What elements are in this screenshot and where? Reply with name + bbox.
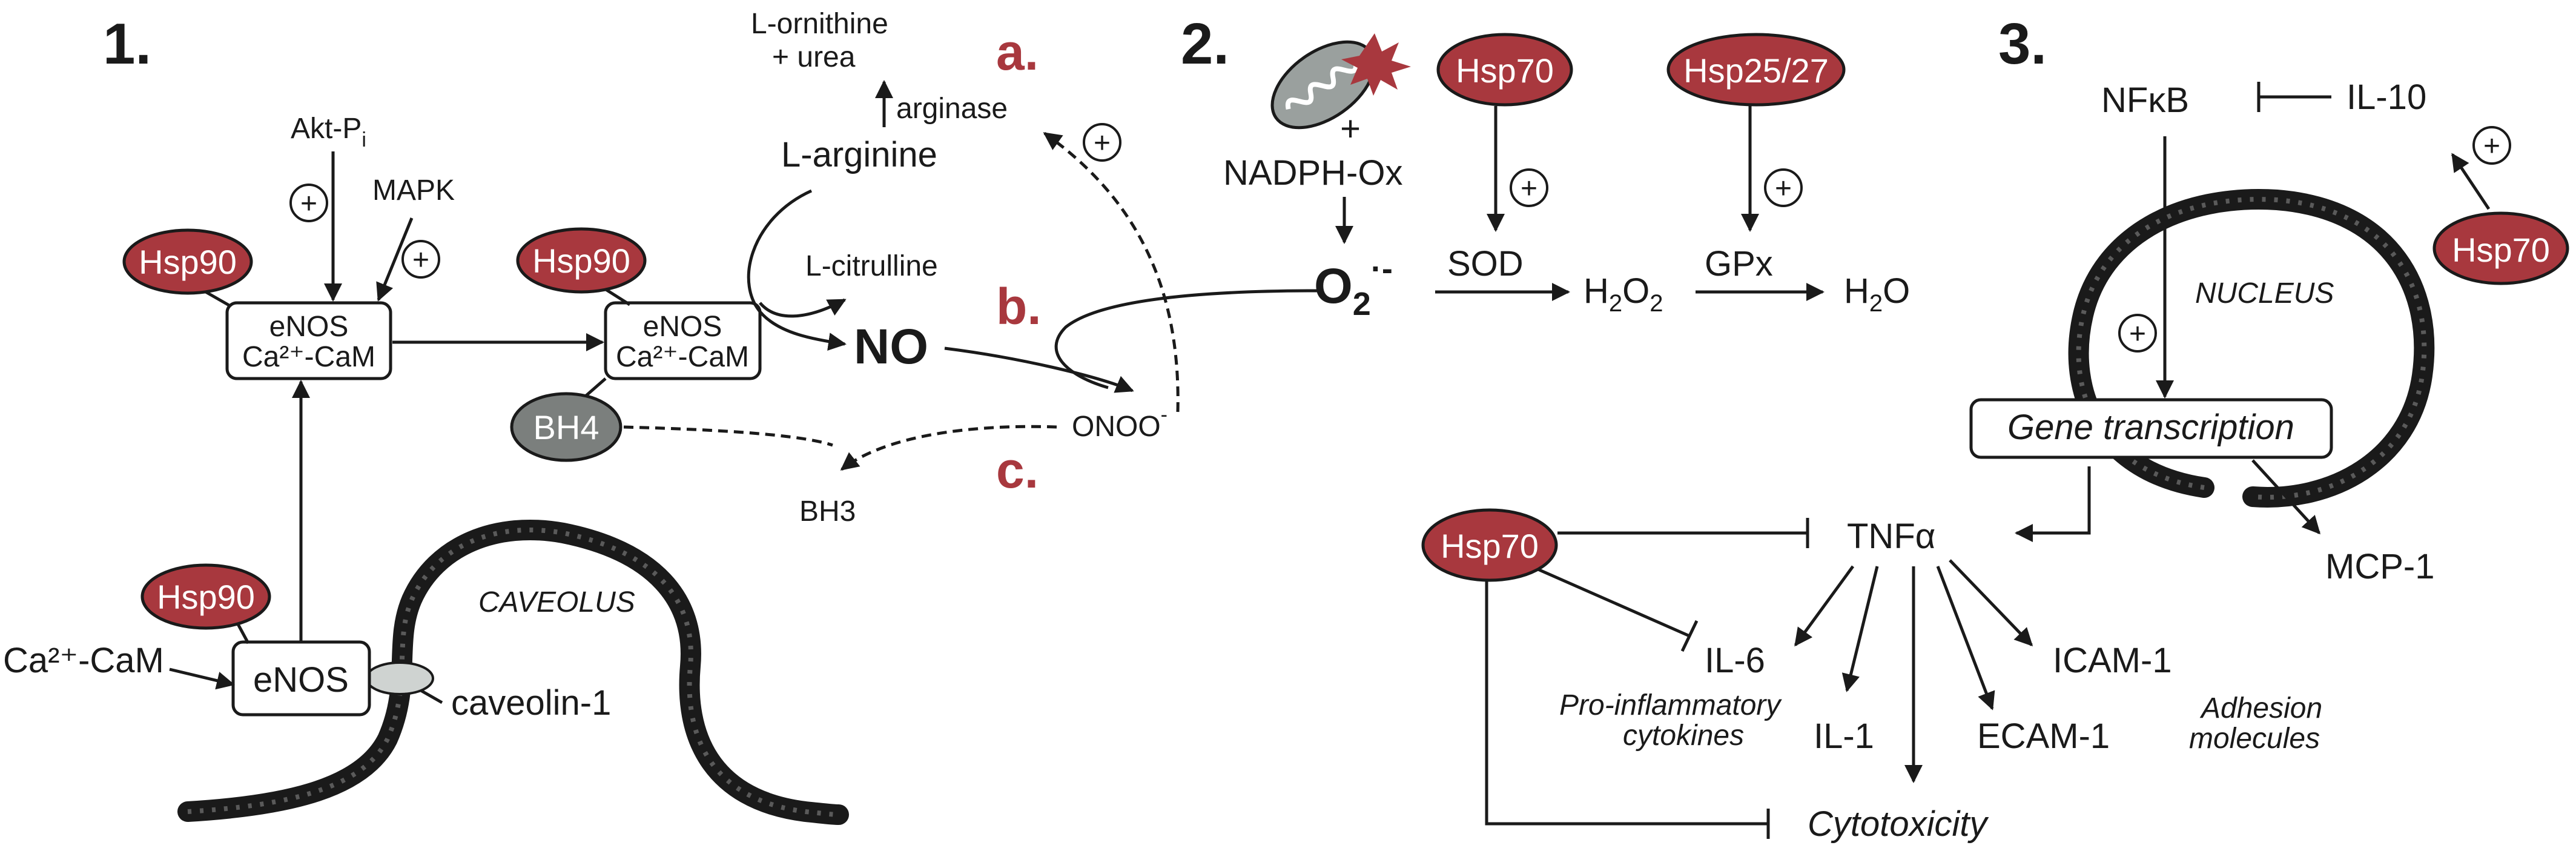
hsp70-sod-ellipse bbox=[1436, 33, 1573, 107]
enos-complex-left-line1: eNOS bbox=[269, 311, 349, 343]
adhesion-line2: molecules bbox=[2189, 723, 2320, 755]
no-to-onoo-arrow bbox=[944, 346, 1134, 393]
l-arginine-label: L-arginine bbox=[781, 135, 937, 174]
onoo-label: ONOO- bbox=[1072, 403, 1167, 443]
hsp70-il6-inhibit bbox=[1537, 568, 1691, 638]
enos-complex-left-line2: Ca²⁺-CaM bbox=[242, 341, 375, 373]
hsp2527-plus: + bbox=[1775, 173, 1792, 205]
no-label: NO bbox=[854, 319, 928, 374]
hsp70-tnfa-ellipse bbox=[1421, 508, 1558, 582]
akt-plus: + bbox=[300, 188, 317, 220]
hsp70-il10-ellipse bbox=[2432, 211, 2569, 285]
cytotoxicity-label: Cytotoxicity bbox=[1808, 804, 1989, 844]
panel-2-number: 2. bbox=[1181, 12, 1229, 76]
hsp90-right-label: Hsp90 bbox=[532, 242, 630, 280]
mapk-arrow bbox=[376, 217, 414, 302]
gene-transcription-label: Gene transcription bbox=[2007, 408, 2294, 447]
tnfa-icam-arrow bbox=[1949, 559, 2033, 647]
mcp1-label: MCP-1 bbox=[2325, 547, 2434, 586]
enos-complex-right bbox=[604, 301, 762, 380]
gene-transcription-box bbox=[1969, 398, 2333, 459]
hsp90-left-label: Hsp90 bbox=[139, 243, 237, 281]
sod-label: SOD bbox=[1447, 244, 1524, 283]
tnfa-ecam-arrow bbox=[1936, 566, 1995, 710]
ca-cam-arrow bbox=[169, 667, 235, 690]
hsp2527-label: Hsp25/27 bbox=[1683, 51, 1829, 90]
hsp70-il10-plus: + bbox=[2483, 130, 2500, 162]
pro-inflammatory-line1: Pro-inflammatory bbox=[1559, 689, 1782, 721]
nucleus-label: NUCLEUS bbox=[2195, 277, 2334, 310]
enos-complex-right-line1: eNOS bbox=[643, 311, 722, 343]
caveolus-label: CAVEOLUS bbox=[478, 586, 635, 618]
il6-label: IL-6 bbox=[1705, 641, 1765, 680]
bh3-label: BH3 bbox=[799, 495, 856, 528]
hsp90-right-ellipse bbox=[516, 227, 647, 294]
bh4-label: BH4 bbox=[533, 408, 599, 446]
tnfa-il6-arrow bbox=[1794, 565, 1855, 647]
caveolin-1-marker bbox=[365, 661, 434, 695]
gene-to-tnfa-arrow bbox=[2015, 466, 2091, 542]
hsp90-bottom-ellipse bbox=[140, 563, 271, 630]
panel-3-number: 3. bbox=[1998, 12, 2047, 76]
akt-label: Akt-Pi bbox=[291, 113, 366, 151]
ecam-label: ECAM-1 bbox=[1977, 717, 2110, 756]
tnfa-label: TNFα bbox=[1847, 517, 1935, 556]
o2-to-onoo-arrow bbox=[1054, 289, 1318, 389]
urea-label: + urea bbox=[772, 41, 856, 73]
enos-complex-left bbox=[225, 301, 392, 380]
caveolus-membrane-texture bbox=[187, 527, 839, 817]
letter-b: b. bbox=[996, 278, 1042, 335]
pro-inflammatory-line2: cytokines bbox=[1623, 720, 1744, 752]
caveolin-1-label: caveolin-1 bbox=[451, 683, 611, 723]
hsp2527-ellipse bbox=[1666, 33, 1846, 107]
hsp90-bottom-label: Hsp90 bbox=[157, 578, 255, 616]
tnfa-il1-arrow bbox=[1841, 566, 1879, 692]
nucleus-membrane-texture bbox=[2076, 197, 2427, 500]
hsp70-sod-plus: + bbox=[1521, 173, 1537, 205]
arginine-to-no-arrow bbox=[747, 189, 847, 351]
arginase-plus: + bbox=[1094, 127, 1111, 159]
hsp70-cytotoxicity-inhibit bbox=[1485, 581, 1768, 826]
l-ornithine-label: L-ornithine bbox=[751, 8, 888, 40]
mapk-plus: + bbox=[412, 244, 429, 276]
gene-to-mcp1-arrow bbox=[2251, 459, 2321, 535]
nadph-ox-label: NADPH-Ox bbox=[1223, 153, 1402, 193]
enos-caveolar-label: eNOS bbox=[253, 660, 349, 700]
hsp70-tnfa-label: Hsp70 bbox=[1441, 527, 1539, 565]
letter-c: c. bbox=[996, 442, 1039, 498]
h2o2-label: H2O2 bbox=[1584, 271, 1663, 317]
plus-sign: + bbox=[1340, 109, 1361, 148]
bh4-ellipse bbox=[510, 392, 623, 462]
enos-complex-right-line2: Ca²⁺-CaM bbox=[616, 341, 749, 373]
h2o-label: H2O bbox=[1844, 271, 1910, 317]
hsp70-il10-arrow bbox=[2451, 153, 2491, 210]
icam-label: ICAM-1 bbox=[2053, 641, 2172, 680]
onoo-to-bh3-arrow bbox=[840, 425, 1057, 471]
hsp70-sod-label: Hsp70 bbox=[1456, 51, 1554, 90]
letter-a: a. bbox=[996, 24, 1039, 81]
gpx-label: GPx bbox=[1705, 244, 1773, 283]
nfkb-plus: + bbox=[2129, 318, 2146, 350]
il1-label: IL-1 bbox=[1814, 717, 1874, 756]
panel-1-number: 1. bbox=[103, 12, 151, 76]
l-citrulline-label: L-citrulline bbox=[805, 250, 938, 282]
adhesion-line1: Adhesion bbox=[2199, 692, 2322, 724]
il10-label: IL-10 bbox=[2346, 78, 2426, 117]
hsp70-il10-label: Hsp70 bbox=[2452, 231, 2550, 269]
mapk-label: MAPK bbox=[372, 174, 455, 207]
nfkb-label: NFκB bbox=[2101, 81, 2189, 120]
hsp90-left-ellipse bbox=[122, 228, 253, 295]
mitochondrion-burst-icon bbox=[1341, 33, 1411, 96]
citrulline-branch-arrow bbox=[759, 298, 847, 318]
superoxide-label: O2·- bbox=[1314, 251, 1393, 322]
onoo-to-arginase-arrow bbox=[1043, 131, 1180, 412]
bh4-to-bh3-arrow bbox=[623, 425, 833, 447]
arginase-label: arginase bbox=[896, 93, 1008, 125]
ca-cam-label: Ca²⁺-CaM bbox=[3, 641, 164, 680]
